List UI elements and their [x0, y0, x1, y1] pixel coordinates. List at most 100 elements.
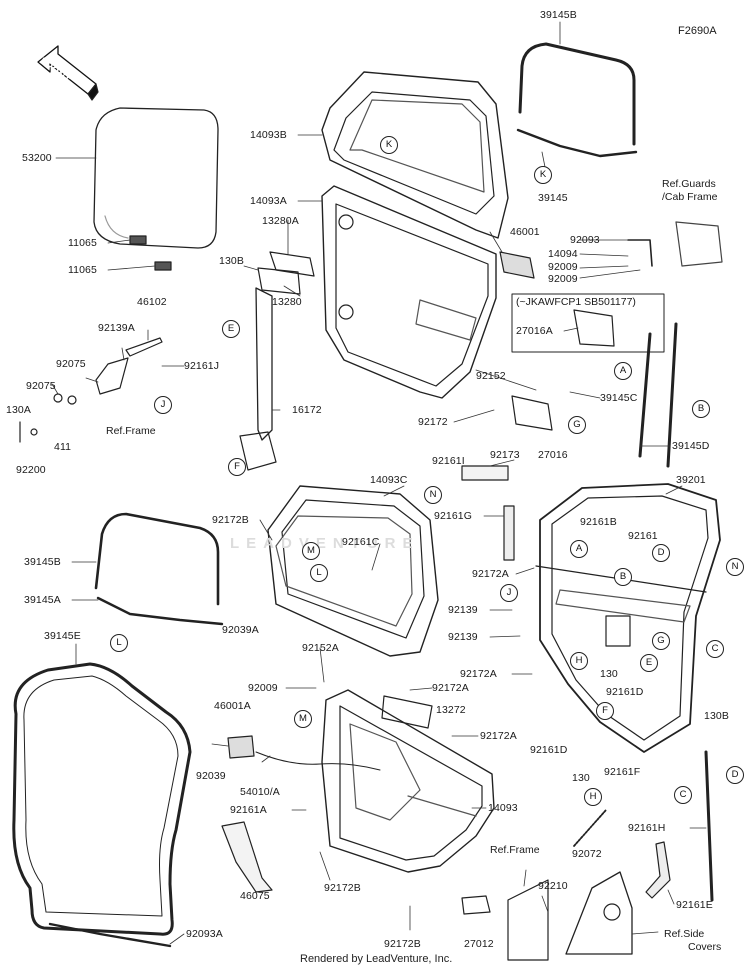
footer-credit: Rendered by LeadVenture, Inc.	[300, 953, 453, 965]
part-label-92075-b[interactable]: 92075	[26, 380, 56, 392]
part-label-130B-left[interactable]: 130B	[219, 255, 244, 267]
part-label-92009-b[interactable]: 92009	[548, 273, 578, 285]
part-label-39201[interactable]: 39201	[676, 474, 706, 486]
callout-C-frame: C	[706, 640, 724, 658]
part-label-39145B-left[interactable]: 39145B	[24, 556, 61, 568]
watermark: LEADVENTURE	[230, 535, 420, 552]
callout-N-frame: N	[726, 558, 744, 576]
part-label-92039A[interactable]: 92039A	[222, 624, 259, 636]
part-label-13272[interactable]: 13272	[436, 704, 466, 716]
part-label-130B-right[interactable]: 130B	[704, 710, 729, 722]
strut-16172	[255, 287, 273, 441]
part-label-92172A-a[interactable]: 92172A	[472, 568, 509, 580]
part-label-92009-c[interactable]: 92009	[248, 682, 278, 694]
part-label-92075-a[interactable]: 92075	[56, 358, 86, 370]
part-label-92173[interactable]: 92173	[490, 449, 520, 461]
part-label-92093A[interactable]: 92093A	[186, 928, 223, 940]
part-label-27016[interactable]: 27016	[538, 449, 568, 461]
callout-M-lower: M	[294, 710, 312, 728]
door-frame-14093C	[267, 485, 439, 657]
part-label-39145-top[interactable]: 39145	[538, 192, 568, 204]
latch-27016A	[573, 309, 615, 347]
part-label-53200[interactable]: 53200	[22, 152, 52, 164]
callout-A-right: A	[614, 362, 632, 380]
seal-39145B-left	[94, 512, 220, 606]
part-label-46001A[interactable]: 46001A	[214, 700, 251, 712]
part-label-92152-top[interactable]: 92152	[476, 370, 506, 382]
callout-B-right: B	[692, 400, 710, 418]
part-label-14093B[interactable]: 14093B	[250, 129, 287, 141]
part-label-92139-a[interactable]: 92139	[448, 604, 478, 616]
callout-E-left: E	[222, 320, 240, 338]
part-label-14093A[interactable]: 14093A	[250, 195, 287, 207]
part-label-92172A-b[interactable]: 92172A	[460, 668, 497, 680]
part-label-411[interactable]: 411	[54, 441, 72, 453]
part-label-92161-right[interactable]: 92161	[628, 530, 658, 542]
part-label-92172-mid[interactable]: 92172	[418, 416, 448, 428]
part-label-11065-b[interactable]: 11065	[68, 264, 97, 276]
latch-27016	[511, 395, 553, 431]
part-label-92161E[interactable]: 92161E	[676, 899, 713, 911]
part-label-92161G[interactable]: 92161G	[434, 510, 472, 522]
part-label-39145C[interactable]: 39145C	[600, 392, 638, 404]
part-label-92172A-c[interactable]: 92172A	[432, 682, 469, 694]
part-label-46102[interactable]: 46102	[137, 296, 167, 308]
part-label-92161H[interactable]: 92161H	[628, 822, 666, 834]
part-label-92139A[interactable]: 92139A	[98, 322, 135, 334]
strip-92161G	[503, 505, 515, 561]
part-label-92200[interactable]: 92200	[16, 464, 46, 476]
part-label-92172B-bot1[interactable]: 92172B	[324, 882, 361, 894]
part-label-14094[interactable]: 14094	[548, 248, 578, 260]
part-label-92161D-b[interactable]: 92161D	[530, 744, 568, 756]
part-label-92172A-d[interactable]: 92172A	[480, 730, 517, 742]
callout-E-frame: E	[640, 654, 658, 672]
part-label-92161I[interactable]: 92161I	[432, 455, 465, 467]
part-label-92161J[interactable]: 92161J	[184, 360, 220, 372]
seal-39145B-top	[518, 42, 636, 146]
part-label-92139-b[interactable]: 92139	[448, 631, 478, 643]
frame-bottom	[507, 879, 549, 961]
part-label-92172B-bot2[interactable]: 92172B	[384, 938, 421, 950]
part-label-130A[interactable]: 130A	[6, 404, 31, 416]
part-label-46075[interactable]: 46075	[240, 890, 270, 902]
seal-39145D	[666, 322, 678, 468]
callout-H-lower: H	[584, 788, 602, 806]
part-label-39145E[interactable]: 39145E	[44, 630, 81, 642]
part-label-92161C[interactable]: 92161C	[342, 536, 380, 548]
part-label-92161D-a[interactable]: 92161D	[606, 686, 644, 698]
part-label-130-a[interactable]: 130	[600, 668, 618, 680]
ref-side-1: Ref.Side	[664, 928, 705, 940]
part-label-27016A[interactable]: 27016A	[516, 325, 553, 337]
part-label-92009-a[interactable]: 92009	[548, 261, 578, 273]
part-label-46001[interactable]: 46001	[510, 226, 540, 238]
part-label-92152A[interactable]: 92152A	[302, 642, 339, 654]
part-label-130-b[interactable]: 130	[572, 772, 590, 784]
door-handle-46001A	[227, 735, 255, 759]
part-label-27012[interactable]: 27012	[464, 938, 494, 950]
diagram-code: F2690A	[678, 25, 717, 37]
part-label-11065-a[interactable]: 11065	[68, 237, 97, 249]
part-label-92161B[interactable]: 92161B	[580, 516, 617, 528]
part-label-39145B-top[interactable]: 39145B	[540, 9, 577, 21]
part-label-92172B-top[interactable]: 92172B	[212, 514, 249, 526]
part-label-92039[interactable]: 92039	[196, 770, 226, 782]
spring-92072	[573, 809, 607, 847]
part-label-92210[interactable]: 92210	[538, 880, 568, 892]
callout-H-frame: H	[570, 652, 588, 670]
hinge-plate-13280	[257, 267, 301, 295]
part-label-14093C[interactable]: 14093C	[370, 474, 408, 486]
part-label-92072[interactable]: 92072	[572, 848, 602, 860]
part-label-92093[interactable]: 92093	[570, 234, 600, 246]
part-label-14093[interactable]: 14093	[488, 802, 518, 814]
part-label-92161A[interactable]: 92161A	[230, 804, 267, 816]
part-label-39145D[interactable]: 39145D	[672, 440, 710, 452]
hinge-plate-13280A	[269, 251, 315, 277]
part-label-13280A[interactable]: 13280A	[262, 215, 299, 227]
part-label-39145A[interactable]: 39145A	[24, 594, 61, 606]
callout-D-lower: D	[726, 766, 744, 784]
ref-guards-1: Ref.Guards	[662, 178, 716, 190]
part-label-16172[interactable]: 16172	[292, 404, 322, 416]
part-label-13280[interactable]: 13280	[272, 296, 302, 308]
part-label-92161F[interactable]: 92161F	[604, 766, 641, 778]
part-label-54010A[interactable]: 54010/A	[240, 786, 280, 798]
